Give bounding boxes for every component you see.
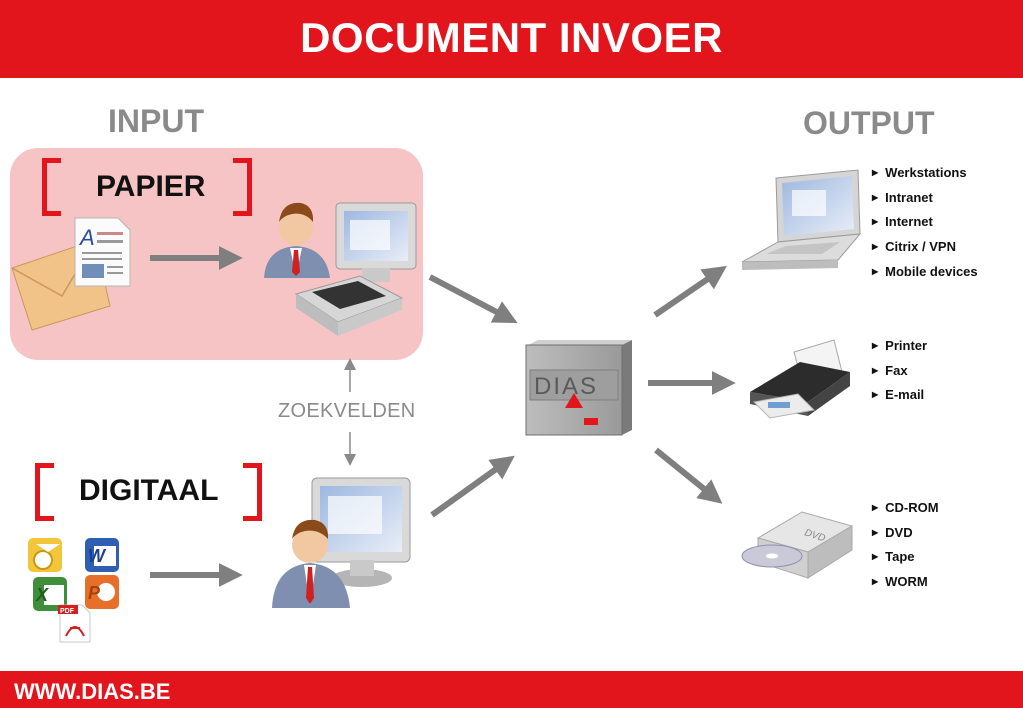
- svg-text:X: X: [35, 585, 49, 605]
- list-item: Werkstations: [872, 161, 978, 186]
- search-fields-label: ZOEKVELDEN: [278, 400, 416, 422]
- list-item: Mobile devices: [872, 260, 977, 285]
- papier-bracket-right: [233, 158, 252, 216]
- svg-text:P: P: [88, 583, 101, 603]
- list-item: Intranet: [872, 186, 978, 211]
- papier-bracket-left: [42, 158, 61, 216]
- document-icon: A: [74, 217, 131, 287]
- output-list-print: Printer Fax E-mail: [872, 334, 927, 408]
- list-item: WORM: [872, 570, 939, 595]
- output-title: OUTPUT: [803, 105, 935, 141]
- list-item: E-mail: [872, 383, 927, 408]
- outlook-icon: [28, 538, 62, 572]
- papier-label: PAPIER: [96, 170, 206, 203]
- list-item: CD-ROM: [872, 496, 938, 521]
- dias-server-icon: DIAS: [525, 340, 632, 436]
- footer-url-link[interactable]: WWW.DIAS.BE: [14, 679, 171, 704]
- page-title: DOCUMENT INVOER: [300, 14, 723, 61]
- laptop-icon: [741, 169, 862, 270]
- svg-text:PDF: PDF: [60, 608, 75, 615]
- output-list-workstations: Werkstations Intranet Internet Citrix / …: [872, 161, 978, 285]
- printer-icon: [750, 339, 850, 419]
- user-with-computer-and-scanner-icon: [264, 202, 417, 336]
- arrow-server-to-laptop: [653, 265, 727, 318]
- arrow-digitaal-to-server: [430, 455, 515, 518]
- digitaal-label: DIGITAAL: [79, 474, 219, 507]
- list-item: Fax: [872, 359, 927, 384]
- digitaal-bracket-right: [243, 463, 262, 521]
- dvd-drive-icon: DVD: [741, 511, 854, 579]
- excel-icon: X: [33, 577, 67, 611]
- list-item: Citrix / VPN: [872, 235, 978, 260]
- word-icon: W: [85, 538, 119, 572]
- input-title: INPUT: [108, 103, 204, 139]
- output-list-media: CD-ROM DVD Tape WORM: [872, 496, 939, 595]
- list-item: Printer: [872, 334, 927, 359]
- list-item: Internet: [872, 210, 978, 235]
- footer-bar: [0, 671, 1023, 708]
- svg-text:W: W: [88, 546, 107, 566]
- header-bar: [0, 0, 1023, 78]
- user-with-computer-icon: [272, 477, 411, 608]
- digitaal-bracket-left: [35, 463, 54, 521]
- pdf-icon: PDF: [58, 604, 91, 643]
- list-item: DVD: [872, 521, 939, 546]
- svg-text:A: A: [78, 225, 95, 250]
- arrow-server-to-dvd: [654, 447, 723, 504]
- dias-logo-text: DIAS: [534, 373, 598, 400]
- arrow-papier-to-server: [428, 274, 518, 324]
- flow-arrows: [150, 246, 736, 587]
- powerpoint-icon: P: [85, 575, 119, 609]
- list-item: Tape: [872, 545, 939, 570]
